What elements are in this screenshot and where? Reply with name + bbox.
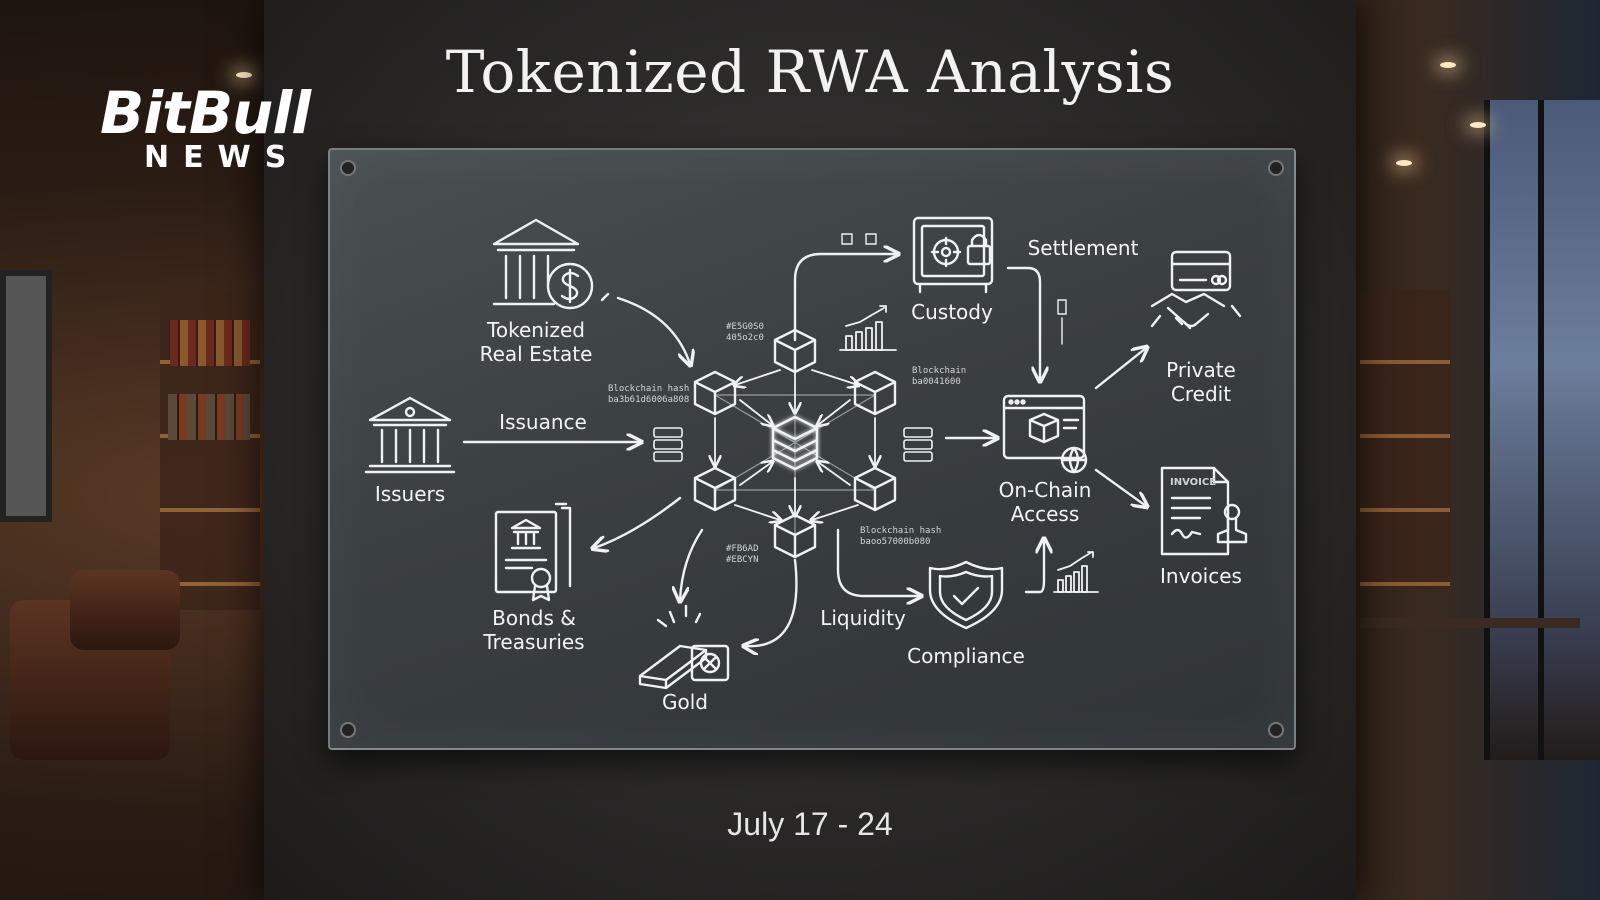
board-bolt xyxy=(1268,722,1284,738)
invoice-stamp-icon xyxy=(1160,466,1248,556)
gold-bar-icon xyxy=(638,604,730,690)
glass-board xyxy=(328,148,1296,750)
label-liquidity: Liquidity xyxy=(820,606,906,630)
label-issuers: Issuers xyxy=(374,482,446,506)
logo-subtitle: NEWS xyxy=(144,140,301,175)
label-compliance: Compliance xyxy=(907,644,1025,668)
blockchain-network xyxy=(653,328,933,559)
books xyxy=(168,394,250,440)
label-bonds-treasuries: Bonds & Treasuries xyxy=(483,606,585,654)
board-bolt xyxy=(340,722,356,738)
brand-logo: BitBull NEWS xyxy=(100,84,340,174)
label-invoices: Invoices xyxy=(1160,564,1242,588)
document-seal-icon xyxy=(494,502,572,602)
hash-top: #E5G0S0 405o2c0 xyxy=(726,322,764,343)
label-real-estate: Tokenized Real Estate xyxy=(479,318,593,366)
armchair xyxy=(70,570,180,650)
bar-chart-icon xyxy=(839,305,1099,593)
server-icon xyxy=(653,427,933,462)
hash-right: Blockchain ba0041600 xyxy=(912,366,967,387)
credit-card-icon xyxy=(1170,250,1232,292)
label-issuance: Issuance xyxy=(499,410,587,434)
browser-globe-icon xyxy=(1002,394,1088,474)
shield-check-icon xyxy=(928,560,1004,630)
label-gold: Gold xyxy=(662,690,708,714)
bookshelf-right xyxy=(1360,290,1450,590)
label-on-chain-access: On-Chain Access xyxy=(998,478,1092,526)
ceiling-light xyxy=(1470,122,1486,128)
hash-bottom-right: Blockchain hash baoo57000b080 xyxy=(860,526,942,547)
books xyxy=(170,320,250,366)
page-title: Tokenized RWA Analysis xyxy=(445,38,1175,106)
label-custody: Custody xyxy=(911,300,993,324)
invoice-tag: INVOICE xyxy=(1170,477,1217,488)
board-bolt xyxy=(340,160,356,176)
bank-dollar-icon xyxy=(492,218,594,310)
ceiling-light xyxy=(236,72,252,78)
hash-bottom-left: #FB6AD #EBCYN xyxy=(726,544,759,565)
label-private-credit: Private Credit xyxy=(1166,358,1236,406)
label-settlement: Settlement xyxy=(1027,236,1139,260)
date-range: July 17 - 24 xyxy=(727,806,893,842)
hash-tokens xyxy=(841,233,1067,345)
logo-wordmark: BitBull xyxy=(100,79,311,147)
ceiling-light xyxy=(1396,160,1412,166)
window xyxy=(1484,100,1600,760)
wall-picture xyxy=(0,270,52,522)
ceiling-light xyxy=(1440,62,1456,68)
handshake-icon xyxy=(1150,292,1242,330)
flow-arrows xyxy=(462,254,1146,646)
bank-icon xyxy=(364,396,456,474)
hash-left: Blockchain hash ba3b61d6006a808 xyxy=(608,384,690,405)
safe-icon xyxy=(912,216,994,294)
desk xyxy=(1360,618,1580,628)
blockchain-cube-icon xyxy=(693,328,897,559)
board-bolt xyxy=(1268,160,1284,176)
